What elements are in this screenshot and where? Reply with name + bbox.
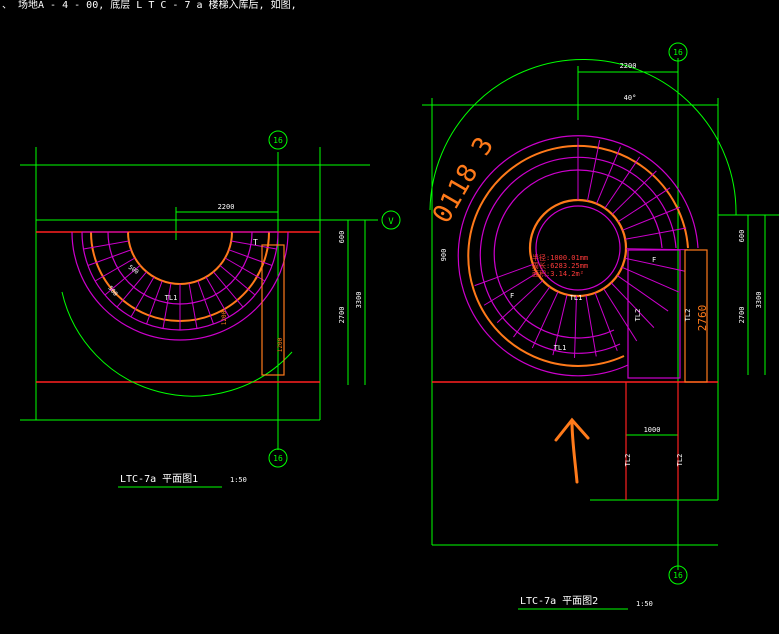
stair-tread-line bbox=[622, 206, 681, 231]
plan2-tread-label-3: TL2 bbox=[634, 309, 642, 322]
plan1-axis16-bottom-label: 16 bbox=[273, 454, 283, 463]
stair-tread-line bbox=[624, 257, 686, 272]
stair-tread-line bbox=[603, 288, 638, 342]
stair-tread-line bbox=[604, 156, 641, 209]
plan2-area-area: 面积:3.14.2m² bbox=[532, 269, 584, 278]
stair-tread-line bbox=[610, 282, 655, 328]
plan1-grid bbox=[20, 147, 378, 450]
plan2-axis16-top-label: 16 bbox=[673, 48, 683, 57]
plan1-axis16-bottom: 16 bbox=[268, 448, 288, 468]
plan1-axis-v-label: V bbox=[388, 217, 394, 227]
stair-tread-line bbox=[625, 227, 687, 240]
plan2-tread-label-5: TL2 bbox=[624, 454, 632, 467]
plan2-outer-arc bbox=[429, 59, 737, 216]
stair-tread-line bbox=[594, 292, 618, 351]
plan1-drawing: 16 16 V 2200 T TL1 2700 3300 600 500 500… bbox=[20, 130, 401, 488]
plan2-dim-side-a: 2700 bbox=[738, 307, 746, 324]
stair-tread-line bbox=[552, 294, 568, 356]
stair-tread-line bbox=[231, 240, 277, 250]
plan2-axis16-bottom: 16 bbox=[668, 565, 688, 585]
stair-tread-line bbox=[596, 146, 621, 204]
stair-tread-line bbox=[228, 249, 273, 266]
plan2-scale: 1:50 bbox=[636, 600, 653, 608]
plan2-tread-label-2: TL1 bbox=[554, 344, 567, 352]
plan2-tread-label-6: TL2 bbox=[676, 454, 684, 467]
plan2-dim-left: 900 bbox=[440, 249, 448, 262]
stair-tread-line bbox=[621, 266, 679, 293]
stair-tread-line bbox=[474, 263, 534, 287]
stair-tread-line bbox=[224, 257, 266, 282]
stair-tread-line bbox=[130, 276, 155, 318]
plan1-tread-label: TL1 bbox=[165, 294, 178, 302]
plan2-tread-label-4: TL2 bbox=[684, 309, 692, 322]
stair-tread-line bbox=[213, 271, 244, 308]
plan2-mark-f-1: F bbox=[510, 292, 514, 300]
stair-tread-line bbox=[585, 295, 597, 357]
plan2-dim-side-b: 3300 bbox=[755, 292, 763, 309]
stair-tread-line bbox=[586, 140, 601, 202]
stair-tread-line bbox=[94, 257, 136, 282]
plan2-dim-angle: 40° bbox=[624, 94, 637, 102]
plan1-mark-t: T bbox=[253, 238, 258, 247]
plan2-treads bbox=[474, 138, 688, 358]
stair-tread-line bbox=[104, 265, 141, 296]
plan1-treads bbox=[82, 231, 278, 330]
plan2-area-info: 半径:1000.01mm 周长:6283.25mm 面积:3.14.2m² bbox=[532, 253, 588, 278]
plan1-title: LTC-7a 平面图1 bbox=[120, 473, 198, 485]
stair-tread-line bbox=[197, 280, 214, 325]
plan2-title: LTC-7a 平面图2 bbox=[520, 595, 598, 607]
plan1-dim-side-a: 2700 bbox=[338, 307, 346, 324]
stair-tread-line bbox=[496, 280, 544, 324]
plan2-dim-height: 2760 bbox=[696, 305, 709, 332]
plan1-axis-v: V bbox=[381, 210, 401, 230]
plan2-area-perimeter: 周长:6283.25mm bbox=[532, 261, 588, 270]
stair-tread-line bbox=[162, 283, 172, 329]
stair-tread-line bbox=[188, 283, 198, 329]
plan1-axis16-top: 16 bbox=[268, 130, 288, 150]
plan2-area-radius: 半径:1000.01mm bbox=[532, 253, 588, 262]
plan2-dim-side-small: 600 bbox=[738, 230, 746, 243]
stair-tread-line bbox=[513, 286, 551, 338]
plan1-rot-dim-3: 1200 bbox=[221, 310, 228, 325]
plan2-mark-f-2: F bbox=[652, 256, 656, 264]
plan1-axis16-top-label: 16 bbox=[273, 136, 283, 145]
stair-tread-line bbox=[83, 240, 129, 250]
plan1-dim-side-b: 3300 bbox=[355, 292, 363, 309]
plan2-dim-bottom: 1000 bbox=[644, 426, 661, 434]
stair-tread-line bbox=[531, 291, 559, 349]
plan1-dim-side-small: 600 bbox=[338, 231, 346, 244]
stair-tread-line bbox=[617, 187, 671, 223]
stair-tread-line bbox=[219, 265, 256, 296]
plan1-scale: 1:50 bbox=[230, 476, 247, 484]
stair-tread-line bbox=[611, 170, 657, 215]
plan2-landing-orange bbox=[684, 249, 708, 383]
stair-tread-line bbox=[116, 271, 147, 308]
plan2-tread-label-1: TL1 bbox=[570, 294, 583, 302]
plan2-axis16-top: 16 bbox=[668, 42, 688, 62]
plan2-dim-top-text: 2200 bbox=[620, 62, 637, 70]
plan1-rot-dim-4: 1200 bbox=[277, 337, 284, 352]
stair-tread-line bbox=[617, 275, 669, 312]
stair-tread-line bbox=[574, 295, 577, 358]
plan2-axis16-bottom-label: 16 bbox=[673, 571, 683, 580]
stair-tread-line bbox=[87, 249, 132, 266]
stair-tread-line bbox=[146, 280, 163, 325]
stair-tread-line bbox=[205, 276, 230, 318]
plan2-handdrawn-arrow bbox=[554, 417, 590, 484]
plan1-landing bbox=[261, 244, 285, 376]
header-note: 、 场地A - 4 - 00, 底层 L T C - 7 a 楼梯入库后, 如图… bbox=[2, 0, 297, 11]
plan2-landing-magenta bbox=[627, 249, 681, 379]
plan1-dim-top-text: 2200 bbox=[218, 203, 235, 211]
stair-tread-line bbox=[483, 272, 538, 306]
